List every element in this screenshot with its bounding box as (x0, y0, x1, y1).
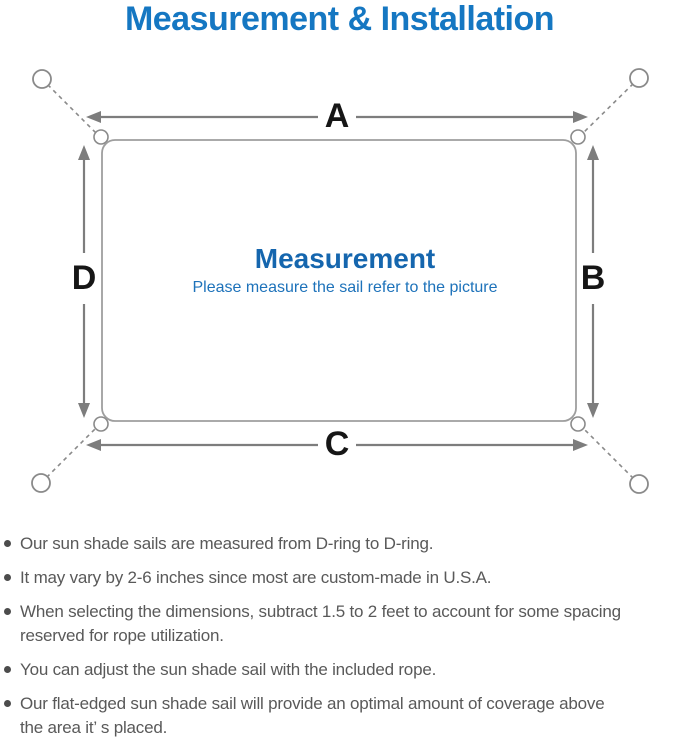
notes-list: Our sun shade sails are measured from D-… (4, 532, 674, 739)
list-item: It may vary by 2-6 inches since most are… (4, 566, 674, 590)
dashed-line-bottom-left (40, 422, 102, 484)
dring-bottom-right (570, 416, 586, 432)
bullet-icon (4, 608, 11, 615)
dring-bottom-left (93, 416, 109, 432)
anchor-ring-top-left (32, 69, 52, 89)
list-item: When selecting the dimensions, subtract … (4, 600, 674, 648)
bullet-icon (4, 574, 11, 581)
sail-outline (101, 139, 577, 422)
diagram-subtitle: Please measure the sail refer to the pic… (192, 279, 498, 296)
dring-top-left (93, 129, 109, 145)
arrow-b (587, 145, 599, 418)
anchor-ring-bottom-right (629, 474, 649, 494)
note-text: It may vary by 2-6 inches since most are… (20, 568, 492, 587)
measurement-diagram (31, 68, 649, 494)
note-text: You can adjust the sun shade sail with t… (20, 660, 437, 679)
arrow-d (78, 145, 90, 418)
bullet-icon (4, 700, 11, 707)
dim-label-a: A (324, 97, 350, 135)
list-item: Our flat-edged sun shade sail will provi… (4, 692, 674, 739)
dashed-line-top-left (41, 78, 102, 139)
bullet-icon (4, 666, 11, 673)
dashed-line-bottom-right (577, 422, 640, 485)
page-title: Measurement & Installation (124, 0, 555, 38)
dring-top-right (570, 129, 586, 145)
arrow-a (86, 111, 588, 123)
arrow-c (86, 439, 588, 451)
bullet-icon (4, 540, 11, 547)
dim-label-c: C (324, 425, 350, 463)
diagram-heading: Measurement (254, 243, 436, 274)
dim-label-d: D (71, 259, 97, 297)
anchor-ring-bottom-left (31, 473, 51, 493)
anchor-ring-top-right (629, 68, 649, 88)
list-item: You can adjust the sun shade sail with t… (4, 658, 674, 682)
note-text: Our sun shade sails are measured from D-… (20, 534, 434, 553)
dim-label-b: B (580, 259, 606, 297)
note-text: Our flat-edged sun shade sail will provi… (20, 694, 605, 737)
dashed-line-top-right (577, 77, 640, 139)
note-text: When selecting the dimensions, subtract … (20, 602, 621, 645)
list-item: Our sun shade sails are measured from D-… (4, 532, 674, 556)
